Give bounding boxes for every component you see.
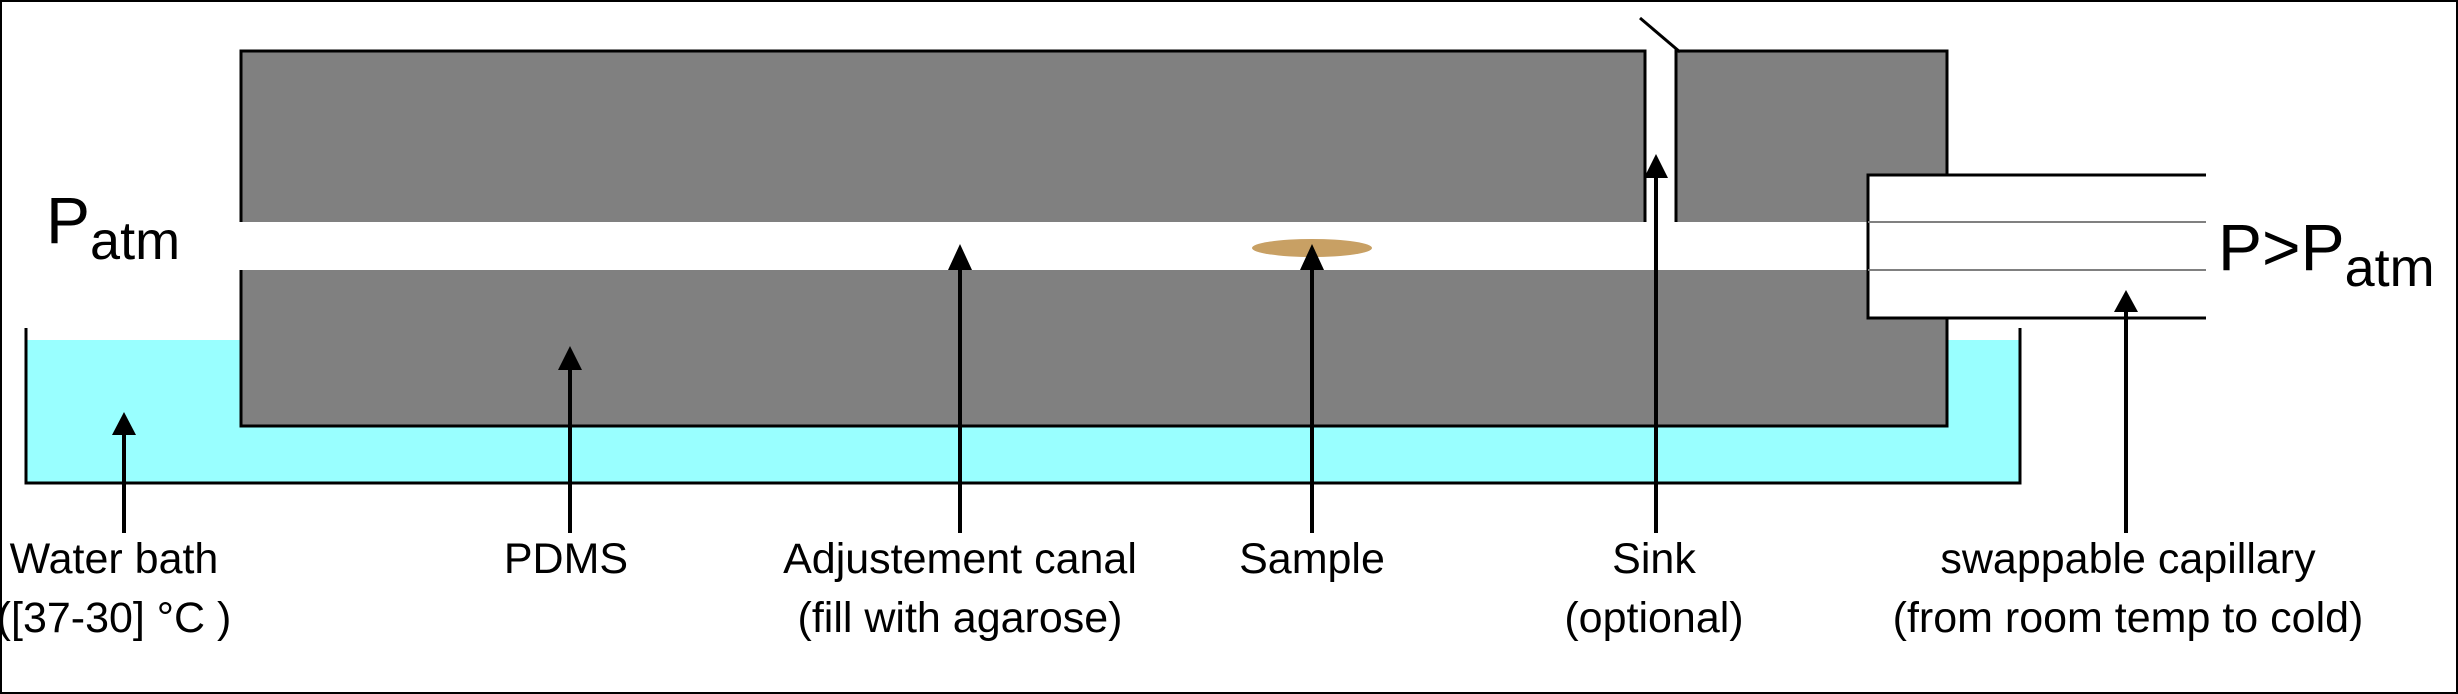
water-bath-container: [24, 328, 2022, 485]
water-bath-label-line-2: ([37-30] °C ): [0, 594, 231, 642]
right-pressure-sub: atm: [2345, 238, 2435, 298]
arrows: [112, 154, 2138, 533]
left-pressure-label: Patm: [46, 183, 180, 271]
left-pressure-sub: atm: [90, 211, 180, 271]
sink-arrow: [1644, 154, 1668, 533]
pdms-bottom-block: [241, 270, 1947, 426]
water-bath-label-line-1: Water bath: [10, 535, 219, 583]
sink-label-line-2: (optional): [1564, 594, 1743, 642]
capillary-outline: [1866, 173, 2206, 320]
capillary-label-line-1: swappable capillary: [1940, 535, 2316, 583]
left-pressure-main: P: [46, 183, 90, 257]
right-pressure-label: P>Patm: [2218, 210, 2435, 298]
sample-arrow: [1300, 244, 1324, 533]
canal-label-line-2: (fill with agarose): [798, 594, 1123, 642]
pdms-arrow: [558, 346, 582, 533]
capillary-arrow: [2114, 290, 2138, 533]
canal-arrow: [948, 244, 972, 533]
bottom-labels: Water bath ([37-30] °C ) PDMS Adjustemen…: [0, 535, 2363, 642]
water-bath-arrow: [112, 412, 136, 533]
pdms-top-block-left: [241, 51, 1645, 222]
sample-label: Sample: [1239, 535, 1385, 583]
capillary-tube: [1868, 175, 2206, 318]
pdms-label: PDMS: [504, 535, 628, 583]
capillary-label-line-2: (from room temp to cold): [1893, 594, 2364, 642]
right-pressure-main: P>P: [2218, 210, 2345, 284]
pdms-outline: [239, 49, 1949, 428]
sink-cap-line: [1639, 16, 1681, 54]
sink-label-line-1: Sink: [1612, 535, 1696, 583]
canal-label-line-1: Adjustement canal: [783, 535, 1137, 583]
